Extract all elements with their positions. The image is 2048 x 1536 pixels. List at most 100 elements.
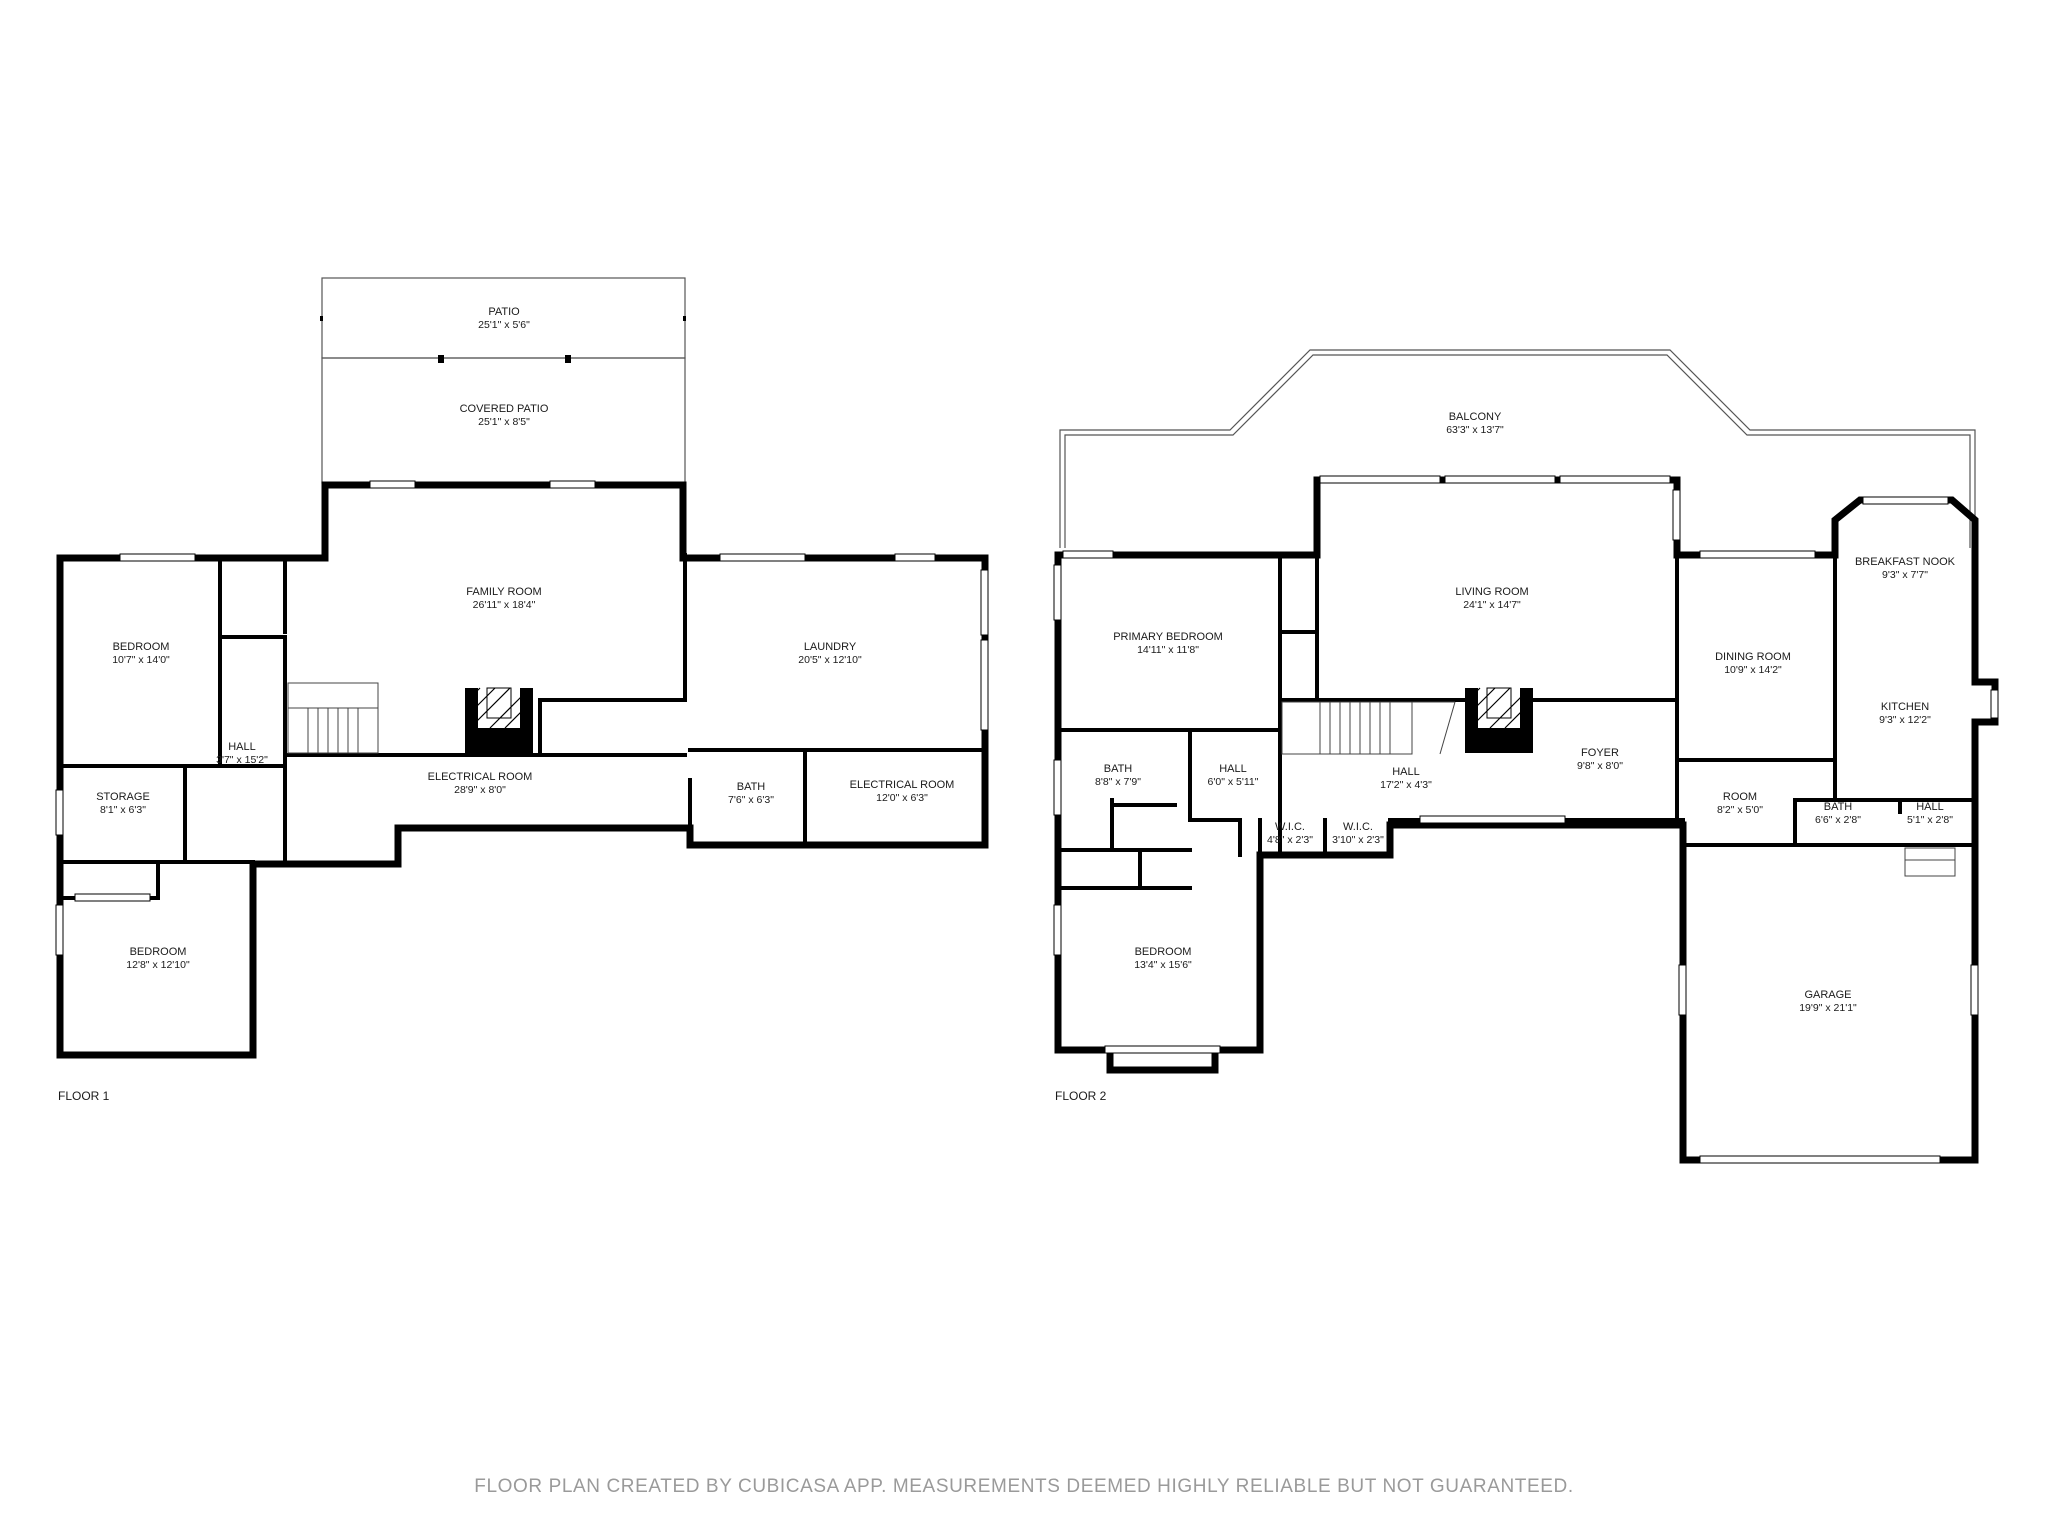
room-name: W.I.C.: [1275, 821, 1305, 833]
room-dimensions: 20'5" x 12'10": [798, 654, 862, 666]
garage-entry-step: [1904, 847, 1956, 877]
floor-2-fireplace: [1465, 687, 1533, 753]
floor-1-windows: [55, 480, 989, 956]
room-dimensions: 8'2" x 5'0": [1717, 804, 1763, 816]
floor-2-label: FLOOR 2: [1055, 1089, 1107, 1103]
room-dimensions: 5'1" x 2'8": [1907, 814, 1953, 826]
room-dimensions: 3'7" x 15'2": [216, 754, 268, 766]
floor-1-plan: [55, 277, 989, 1059]
balcony-outline: [1059, 349, 1976, 548]
room-name: LIVING ROOM: [1455, 586, 1528, 598]
floor-2-plan: [1053, 349, 1999, 1164]
room-dimensions: 12'8" x 12'10": [126, 959, 190, 971]
room-dimensions: 3'10" x 2'3": [1332, 834, 1384, 846]
room-dimensions: 6'0" x 5'11": [1208, 776, 1259, 788]
floor-1-stairs: [287, 682, 379, 754]
room-name: FAMILY ROOM: [466, 586, 541, 598]
room-dimensions: 13'4" x 15'6": [1134, 959, 1192, 971]
room-name: ROOM: [1723, 791, 1757, 803]
floor-1-exterior-wall: [56, 481, 989, 1059]
room-name: BATH: [1104, 763, 1133, 775]
patio-posts: [320, 316, 686, 363]
room-name: HALL: [1392, 766, 1420, 778]
room-label-wic-1: W.I.C.4'8" x 2'3": [1267, 821, 1313, 846]
room-dimensions: 14'11" x 11'8": [1137, 644, 1199, 656]
room-dimensions: 4'8" x 2'3": [1267, 834, 1313, 846]
room-name: BEDROOM: [1135, 946, 1192, 958]
room-name: PATIO: [488, 306, 520, 318]
room-name: BEDROOM: [130, 946, 187, 958]
room-label-wic-2: W.I.C.3'10" x 2'3": [1332, 821, 1384, 846]
room-name: BATH: [1824, 801, 1853, 813]
room-dimensions: 9'3" x 7'7": [1882, 569, 1928, 581]
room-dimensions: 19'9" x 21'1": [1799, 1002, 1857, 1014]
room-dimensions: 63'3" x 13'7": [1446, 424, 1504, 436]
room-name: HALL: [228, 741, 256, 753]
floor-2-windows: [1053, 475, 1999, 1164]
room-name: GARAGE: [1804, 989, 1851, 1001]
room-name: KITCHEN: [1881, 701, 1929, 713]
room-dimensions: 9'8" x 8'0": [1577, 760, 1623, 772]
room-dimensions: 10'9" x 14'2": [1724, 664, 1782, 676]
room-name: W.I.C.: [1343, 821, 1373, 833]
room-dimensions: 8'1" x 6'3": [100, 804, 146, 816]
room-name: COVERED PATIO: [460, 403, 549, 415]
room-dimensions: 12'0" x 6'3": [876, 792, 928, 804]
room-dimensions: 6'6" x 2'8": [1815, 814, 1861, 826]
room-name: HALL: [1219, 763, 1247, 775]
room-name: FOYER: [1581, 747, 1619, 759]
floor-2-stairs: [1281, 701, 1456, 755]
room-name: STORAGE: [96, 791, 150, 803]
disclaimer-text: FLOOR PLAN CREATED BY CUBICASA APP. MEAS…: [474, 1476, 1574, 1497]
floor-1-fireplace: [465, 687, 533, 753]
room-dimensions: 25'1" x 5'6": [478, 319, 530, 331]
room-name: ELECTRICAL ROOM: [428, 771, 533, 783]
room-dimensions: 26'11" x 18'4": [473, 599, 536, 611]
floor-1-label: FLOOR 1: [58, 1089, 110, 1103]
room-name: BREAKFAST NOOK: [1855, 556, 1956, 568]
room-dimensions: 17'2" x 4'3": [1380, 779, 1432, 791]
room-name: BATH: [737, 781, 766, 793]
room-dimensions: 28'9" x 8'0": [454, 784, 506, 796]
room-dimensions: 24'1" x 14'7": [1463, 599, 1521, 611]
room-name: LAUNDRY: [804, 641, 857, 653]
room-name: BEDROOM: [113, 641, 170, 653]
room-dimensions: 7'6" x 6'3": [728, 794, 774, 806]
room-name: HALL: [1916, 801, 1944, 813]
room-name: ELECTRICAL ROOM: [850, 779, 955, 791]
room-name: DINING ROOM: [1715, 651, 1791, 663]
room-name: PRIMARY BEDROOM: [1113, 631, 1223, 643]
room-dimensions: 9'3" x 12'2": [1879, 714, 1931, 726]
patio-outline: [321, 277, 686, 359]
room-dimensions: 25'1" x 8'5": [478, 416, 530, 428]
room-dimensions: 10'7" x 14'0": [112, 654, 170, 666]
